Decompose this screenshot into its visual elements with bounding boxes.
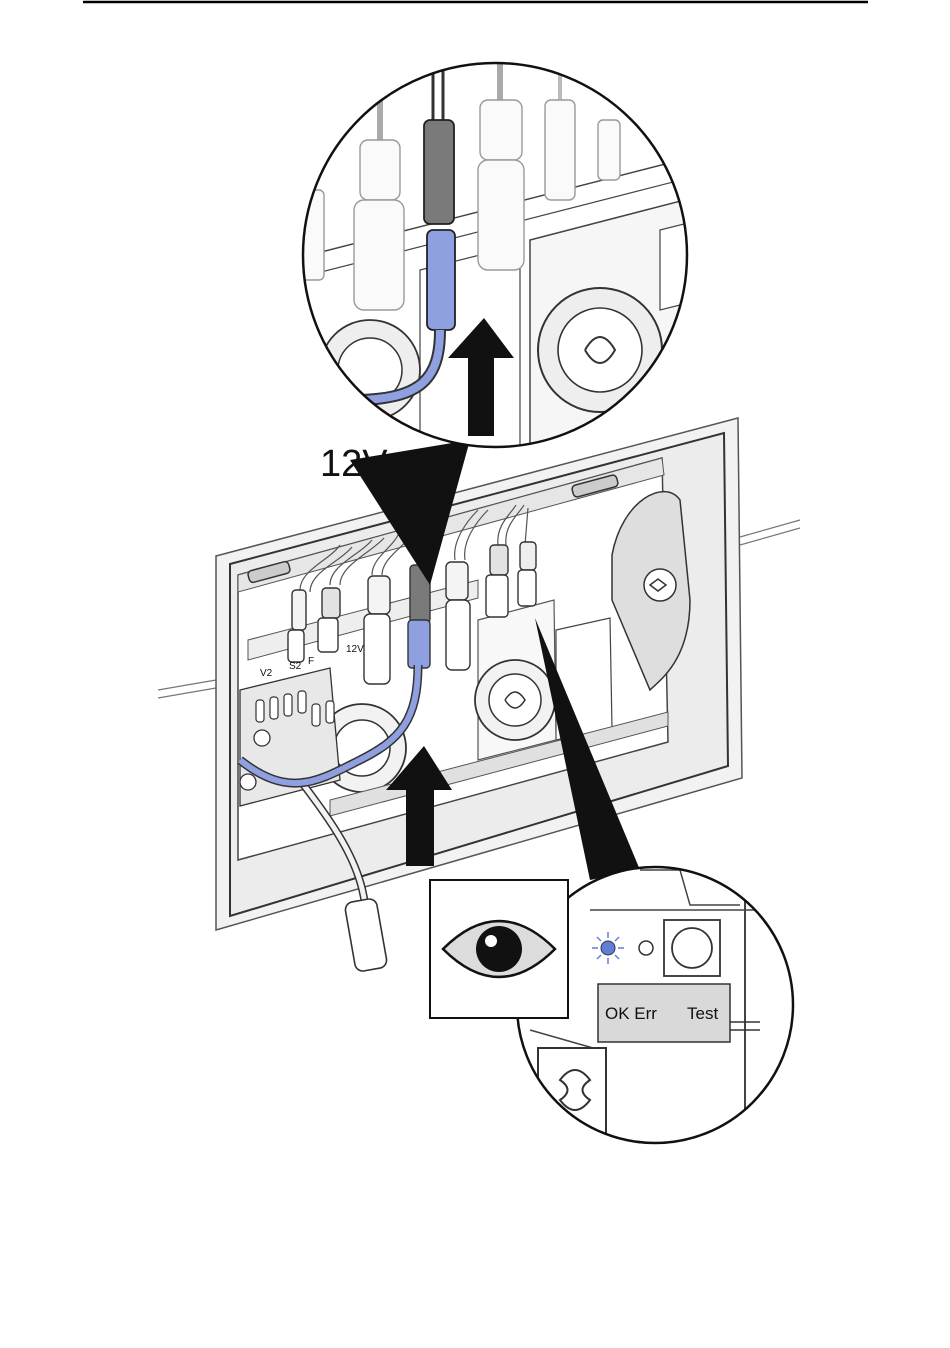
terminal-label-s2: S2 [289,661,302,672]
test-label: Test [687,1004,718,1023]
status-labels: OK Err [605,1004,657,1023]
installation-box [216,418,742,930]
terminal-label-f: F [308,656,314,667]
terminal-label-v2: V2 [260,668,273,679]
terminal-label-12v: 12V [346,644,364,655]
status-label-plate: OK Err Test [598,984,730,1042]
test-button-icon [664,920,720,976]
eye-icon-box [430,880,568,1018]
top-zoom-circle [290,60,720,460]
error-led-icon [639,941,653,955]
voltage-label: 12V [320,443,388,485]
